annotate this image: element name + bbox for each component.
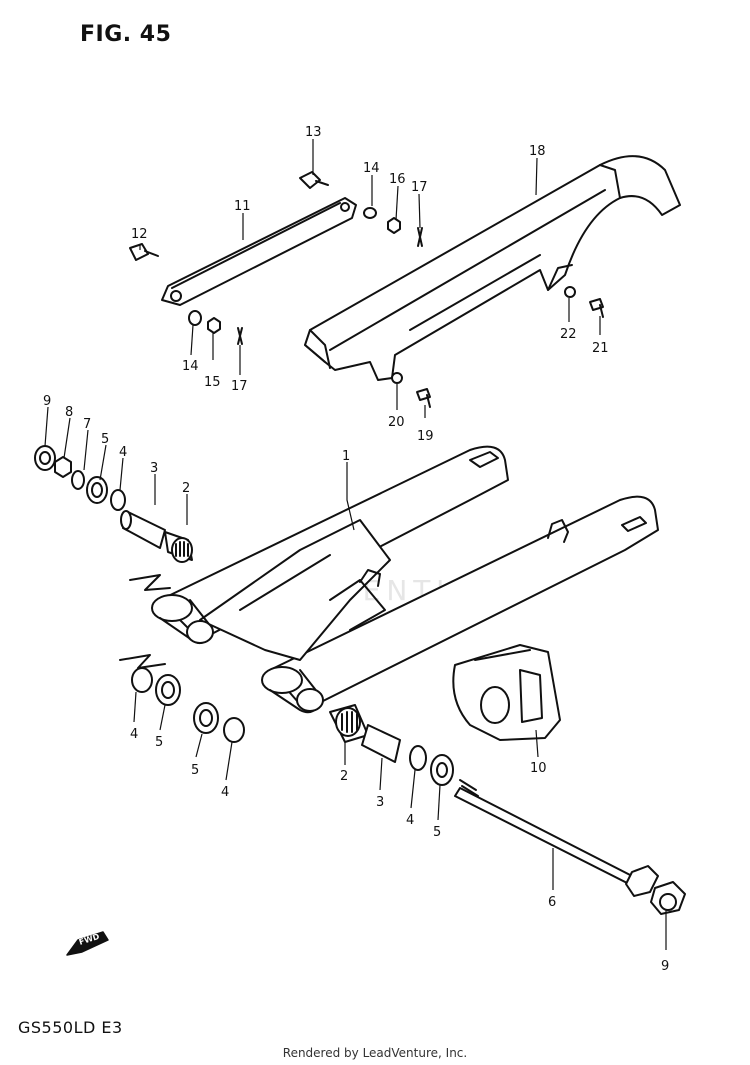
- nut-part-15: [207, 317, 221, 334]
- chain-case-part-18: [304, 155, 681, 381]
- break-line-upper: [129, 574, 171, 591]
- callout-17: 17: [231, 379, 248, 394]
- footer-credit: Rendered by LeadVenture, Inc.: [282, 1046, 468, 1060]
- callout-9: 9: [43, 394, 51, 409]
- washer-part-20: [391, 372, 403, 384]
- washer-part-4-lower-mid: [223, 717, 245, 743]
- callout-labels: 1 2 3 4 5 7 8 9 4 5 5 4 2 3 4 5 6 9 10 1…: [43, 125, 669, 974]
- callout-16: 16: [389, 172, 406, 187]
- bearing-part-2-lower: [329, 704, 369, 743]
- spacer-part-3-lower: [361, 724, 401, 763]
- oil-seal-part-5-lower-right: [430, 754, 454, 786]
- washer-part-4-lower-left: [131, 667, 153, 693]
- washer-part-22: [564, 286, 576, 298]
- break-line-lower: [119, 654, 166, 669]
- callout-6: 6: [548, 895, 556, 910]
- callout-5: 5: [433, 825, 441, 840]
- callout-4: 4: [130, 727, 138, 742]
- torque-link-part-11: [161, 197, 357, 306]
- model-code: GS550LD E3: [18, 1018, 123, 1037]
- callout-5: 5: [101, 432, 109, 447]
- bolt-part-21: [589, 298, 604, 318]
- washer-part-4-upper: [110, 489, 126, 511]
- washer-part-7: [71, 470, 85, 490]
- oil-seal-part-5-lower-left: [155, 674, 181, 706]
- callout-7: 7: [83, 417, 91, 432]
- callout-9: 9: [661, 959, 669, 974]
- callout-3: 3: [376, 795, 384, 810]
- nut-part-8: [54, 456, 72, 478]
- callout-2: 2: [182, 481, 190, 496]
- callout-3: 3: [150, 461, 158, 476]
- callout-17: 17: [411, 180, 428, 195]
- callout-13: 13: [305, 125, 322, 140]
- callout-8: 8: [65, 405, 73, 420]
- callout-4: 4: [119, 445, 127, 460]
- callout-4: 4: [221, 785, 229, 800]
- spacer-part-3-upper: [120, 510, 166, 549]
- bearing-part-2-upper: [164, 531, 193, 563]
- oil-seal-part-5-lower-mid: [193, 702, 219, 734]
- callout-11: 11: [234, 199, 251, 214]
- callout-20: 20: [388, 415, 405, 430]
- callout-2: 2: [340, 769, 348, 784]
- callout-5: 5: [155, 735, 163, 750]
- bolt-part-13: [299, 171, 329, 189]
- callout-22: 22: [560, 327, 577, 342]
- bolt-part-19: [416, 388, 431, 408]
- dust-seal-cap-part-9: [34, 445, 56, 471]
- callout-18: 18: [529, 144, 546, 159]
- callout-10: 10: [530, 761, 547, 776]
- figure-title: FIG. 45: [80, 22, 172, 47]
- callout-1: 1: [342, 449, 350, 464]
- forward-direction-arrow: FWD: [66, 931, 109, 956]
- washer-part-14-upper: [363, 207, 377, 219]
- swingarm-part-1: [151, 445, 659, 714]
- bolt-part-12: [129, 243, 159, 261]
- chain-guard-part-10: [452, 644, 561, 741]
- oil-seal-part-5-upper: [86, 476, 108, 504]
- pivot-shaft-part-6: [454, 779, 659, 897]
- callout-5: 5: [191, 763, 199, 778]
- nut-part-16: [387, 217, 401, 234]
- callout-4: 4: [406, 813, 414, 828]
- cap-nut-part-9-lower: [650, 881, 686, 915]
- cotter-pin-part-17-lower: [237, 327, 243, 345]
- washer-part-14-lower: [188, 310, 202, 326]
- callout-14: 14: [182, 359, 199, 374]
- callout-19: 19: [417, 429, 434, 444]
- callout-15: 15: [204, 375, 221, 390]
- washer-part-4-lower-right: [409, 745, 427, 771]
- callout-12: 12: [131, 227, 148, 242]
- callout-21: 21: [592, 341, 609, 356]
- callout-14: 14: [363, 161, 380, 176]
- leader-lines: [44, 139, 667, 950]
- cotter-pin-part-17-upper: [417, 227, 423, 247]
